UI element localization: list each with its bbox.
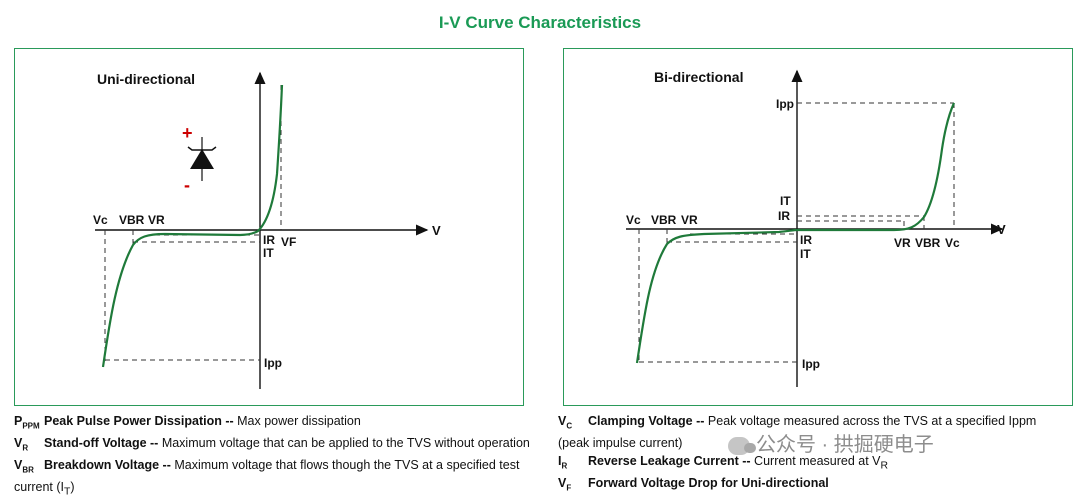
bi-ipp-bottom-label: Ipp bbox=[802, 357, 820, 371]
bi-ir-top-label: IR bbox=[778, 209, 790, 223]
bi-vbr-right-label: VBR bbox=[915, 236, 941, 250]
bi-axis-v-label: V bbox=[997, 222, 1006, 237]
uni-directional-panel: + - Uni-directional V Vc VBR VR IR IT VF… bbox=[14, 48, 524, 406]
wechat-icon bbox=[728, 436, 756, 455]
uni-it-label: IT bbox=[263, 246, 274, 260]
bi-iv-diagram: Bi-directional V Ipp IT IR Vc VBR VR IR … bbox=[626, 69, 1006, 387]
bi-it-bottom-label: IT bbox=[800, 247, 811, 261]
bi-vr-left-label: VR bbox=[681, 213, 698, 227]
bi-ipp-top-label: Ipp bbox=[776, 97, 794, 111]
uni-ir-label: IR bbox=[263, 233, 275, 247]
uni-axis-v-label: V bbox=[432, 223, 441, 238]
uni-minus-sign: - bbox=[184, 175, 190, 195]
uni-plus-sign: + bbox=[182, 123, 193, 143]
uni-vr-label: VR bbox=[148, 213, 165, 227]
bi-directional-panel: Bi-directional V Ipp IT IR Vc VBR VR IR … bbox=[563, 48, 1073, 406]
watermark: 公众号 · 拱掘硬电子 bbox=[728, 428, 934, 457]
uni-iv-diagram: + - Uni-directional V Vc VBR VR IR IT VF… bbox=[93, 71, 441, 389]
uni-guides bbox=[104, 85, 282, 361]
uni-vc-label: Vc bbox=[93, 213, 108, 227]
bi-vc-right-label: Vc bbox=[945, 236, 960, 250]
bi-title: Bi-directional bbox=[654, 69, 743, 85]
bi-vbr-left-label: VBR bbox=[651, 213, 677, 227]
uni-iv-curve bbox=[101, 84, 284, 368]
bi-vr-right-label: VR bbox=[894, 236, 911, 250]
uni-vf-label: VF bbox=[281, 235, 296, 249]
uni-title: Uni-directional bbox=[97, 71, 195, 87]
uni-vbr-label: VBR bbox=[119, 213, 145, 227]
page-title: I-V Curve Characteristics bbox=[438, 13, 642, 32]
bi-ir-bottom-label: IR bbox=[800, 233, 812, 247]
bi-vc-left-label: Vc bbox=[626, 213, 641, 227]
bi-it-top-label: IT bbox=[780, 194, 791, 208]
tvs-diode-icon bbox=[187, 137, 217, 181]
uni-ipp-label: Ipp bbox=[264, 356, 282, 370]
bi-iv-curve bbox=[635, 102, 956, 364]
